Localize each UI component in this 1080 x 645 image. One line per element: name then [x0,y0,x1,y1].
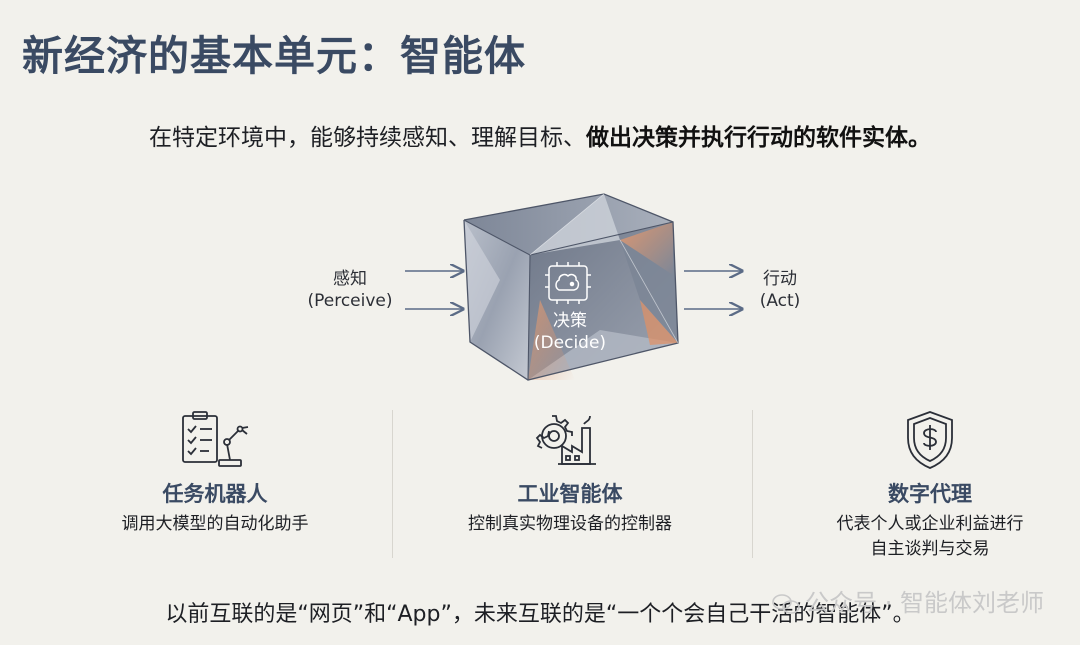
decide-label: 决策 (Decide) [520,310,620,354]
watermark: 公众号 · 智能体刘老师 [771,583,1044,618]
definition-text: 在特定环境中，能够持续感知、理解目标、做出决策并执行行动的软件实体。 [0,118,1080,152]
chip-brain-icon [545,262,591,304]
type-heading: 数字代理 [888,482,972,506]
definition-bold: 做出决策并执行行动的软件实体。 [586,125,931,151]
type-card-industrial-agent: 工业智能体 控制真实物理设备的控制器 [400,408,740,537]
type-heading: 工业智能体 [517,482,623,506]
perceive-label-cn: 感知 [333,269,367,289]
column-divider [392,410,393,558]
type-description: 调用大模型的自动化助手 [121,514,309,534]
definition-normal: 在特定环境中，能够持续感知、理解目标、 [149,125,586,151]
act-label: 行动 (Act) [730,268,830,312]
perceive-label-en: (Perceive) [307,291,393,311]
type-description: 控制真实物理设备的控制器 [468,514,672,534]
type-heading: 任务机器人 [162,482,268,506]
act-label-en: (Act) [759,291,801,311]
type-description: 代表个人或企业利益进行 自主谈判与交易 [836,514,1024,559]
watermark-text: 公众号 · 智能体刘老师 [805,589,1044,617]
page-title: 新经济的基本单元：智能体 [22,32,526,80]
shield-dollar-icon [907,411,953,469]
gear-factory-icon [535,415,596,465]
decide-label-en: (Decide) [533,333,607,353]
perceive-label: 感知 (Perceive) [300,268,400,312]
type-card-digital-proxy: 数字代理 代表个人或企业利益进行 自主谈判与交易 [760,408,1080,562]
robot-arm-checklist-icon [182,411,249,467]
decide-label-cn: 决策 [553,311,587,331]
type-card-task-robot: 任务机器人 调用大模型的自动化助手 [45,408,385,537]
column-divider [752,410,753,558]
act-label-cn: 行动 [763,269,797,289]
input-arrows [405,271,463,309]
wechat-icon [772,594,800,614]
